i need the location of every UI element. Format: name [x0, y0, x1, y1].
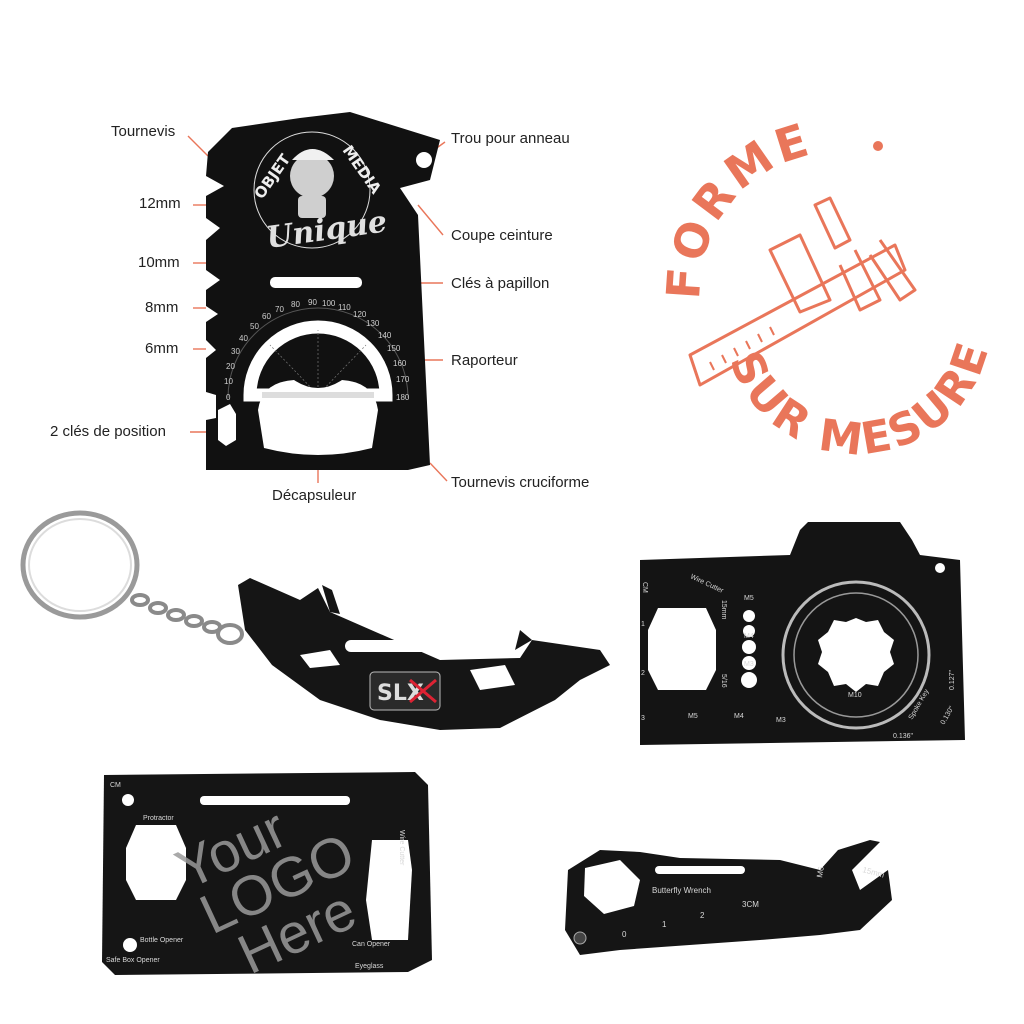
- svg-text:Wire Cutter: Wire Cutter: [398, 830, 405, 866]
- label-butterfly-keys: Clés à papillon: [451, 275, 550, 292]
- svg-text:Eyeglass: Eyeglass: [355, 963, 384, 970]
- label-10mm: 10mm: [138, 254, 180, 271]
- label-protractor: Raporteur: [451, 352, 518, 369]
- badge-bottom-text: SUR MESURE: [719, 334, 1000, 466]
- bumper-keychain-tool: SLX: [20, 510, 610, 730]
- multitool-card-diagram: OBJET MEDIA Unique 0 10 20 30 40 50 60 7…: [206, 112, 440, 470]
- svg-text:0.127": 0.127": [949, 669, 956, 690]
- svg-text:2: 2: [700, 911, 705, 920]
- svg-text:M6: M6: [815, 865, 826, 878]
- gear-icon: [818, 618, 894, 692]
- label-ring-hole: Trou pour anneau: [451, 130, 570, 147]
- svg-text:M3: M3: [744, 661, 754, 668]
- svg-text:2: 2: [641, 670, 645, 677]
- svg-text:CM: CM: [110, 782, 121, 789]
- svg-text:CM: CM: [641, 582, 648, 593]
- svg-text:M4: M4: [744, 633, 754, 640]
- label-tournevis: Tournevis: [111, 123, 176, 140]
- svg-text:90: 90: [308, 298, 317, 307]
- badge-top-text: FORME: [656, 112, 818, 301]
- svg-text:15mm: 15mm: [861, 865, 885, 880]
- label-8mm: 8mm: [145, 299, 179, 316]
- label-12mm: 12mm: [139, 195, 181, 212]
- svg-text:30: 30: [231, 347, 240, 356]
- label-bottle-opener: Décapsuleur: [272, 487, 357, 504]
- label-6mm: 6mm: [145, 340, 179, 357]
- svg-text:M5: M5: [688, 713, 698, 720]
- svg-text:3: 3: [641, 715, 645, 722]
- svg-text:160: 160: [393, 359, 407, 368]
- svg-text:140: 140: [378, 331, 392, 340]
- svg-text:20: 20: [226, 362, 235, 371]
- svg-text:110: 110: [338, 303, 351, 312]
- card-engravings: CM Protractor Bottle Opener Safe Box Ope…: [106, 782, 405, 970]
- svg-text:70: 70: [275, 305, 284, 314]
- badge-forme-sur-mesure: FORME SUR MESURE: [656, 112, 1000, 467]
- protractor-ticks: 0 10 20 30 40 50 60 70 80 90 100 110 120…: [224, 298, 410, 402]
- credit-card-multitool: Your LOGO Here CM Protractor Bottle Open…: [102, 772, 432, 986]
- badge-dot: [873, 141, 883, 151]
- svg-text:80: 80: [291, 300, 300, 309]
- svg-text:130: 130: [366, 319, 380, 328]
- svg-text:0.136": 0.136": [893, 733, 914, 740]
- svg-text:Protractor: Protractor: [143, 815, 174, 822]
- svg-text:M10: M10: [848, 692, 862, 699]
- svg-text:170: 170: [396, 375, 410, 384]
- svg-text:Safe Box Opener: Safe Box Opener: [106, 957, 160, 964]
- svg-text:Butterfly Wrench: Butterfly Wrench: [652, 886, 711, 895]
- svg-text:0: 0: [226, 393, 231, 402]
- svg-text:150: 150: [387, 344, 401, 353]
- caliper-icon: [688, 196, 917, 387]
- svg-text:15mm: 15mm: [720, 600, 727, 620]
- svg-text:Can Opener: Can Opener: [352, 941, 391, 948]
- svg-text:120: 120: [353, 310, 367, 319]
- butterfly-wrench-tool: Butterfly Wrench 3CM M6 15mm 0 1 2: [565, 840, 892, 955]
- svg-text:M5: M5: [744, 595, 754, 602]
- svg-text:3CM: 3CM: [742, 900, 759, 909]
- svg-text:10: 10: [224, 377, 233, 386]
- svg-text:5/16: 5/16: [720, 674, 727, 688]
- svg-text:180: 180: [396, 393, 410, 402]
- camera-multitool: Wire Cutter 15mm M5 M4 M3 M10 M5 M4 M3 5…: [640, 522, 965, 745]
- label-belt-cutter: Coupe ceinture: [451, 227, 553, 244]
- svg-text:1: 1: [662, 920, 667, 929]
- mascot-icon: [290, 154, 334, 198]
- keyring-icon: [20, 510, 140, 620]
- svg-text:1: 1: [641, 621, 645, 628]
- label-phillips: Tournevis cruciforme: [451, 474, 590, 491]
- label-position-keys: 2 clés de position: [50, 423, 166, 440]
- svg-text:40: 40: [239, 334, 248, 343]
- svg-text:0: 0: [622, 930, 627, 939]
- svg-text:60: 60: [262, 312, 271, 321]
- svg-text:50: 50: [250, 322, 259, 331]
- svg-text:Bottle Opener: Bottle Opener: [140, 937, 184, 944]
- svg-text:100: 100: [322, 299, 336, 308]
- svg-text:M3: M3: [776, 717, 786, 724]
- svg-text:M4: M4: [734, 713, 744, 720]
